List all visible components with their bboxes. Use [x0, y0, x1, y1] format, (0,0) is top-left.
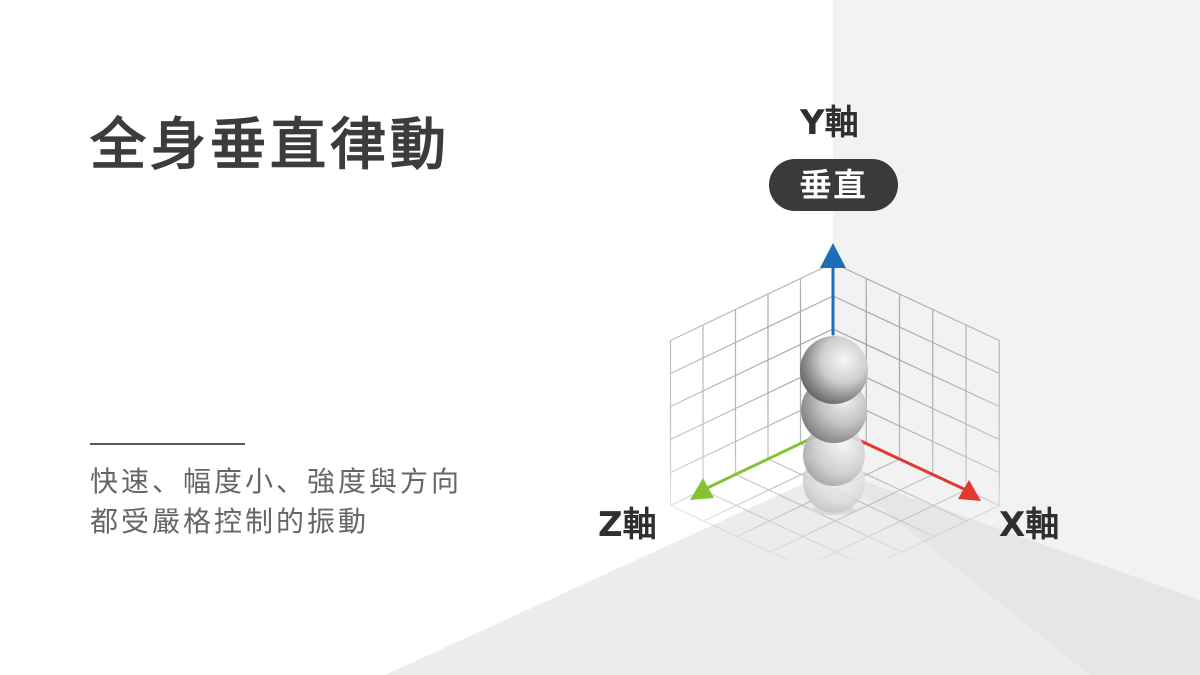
grid-line: [670, 295, 834, 375]
z-axis-label: Z軸: [598, 505, 657, 545]
grid-line: [836, 504, 1000, 584]
grid-line: [832, 262, 1000, 342]
vertical-badge: 垂直: [769, 159, 898, 211]
grid-line: [832, 295, 1000, 375]
y-axis-label: Y軸: [800, 103, 859, 143]
description-line-2: 都受嚴格控制的振動: [90, 505, 370, 538]
page-title: 全身垂直律動: [90, 113, 450, 178]
grid-line: [670, 262, 834, 342]
grid-line: [670, 504, 838, 584]
grid-line: [769, 473, 934, 553]
floor-panel: [385, 470, 1200, 675]
divider: [90, 443, 245, 445]
z-axis-arrow: [690, 478, 714, 500]
y-axis-arrow: [820, 243, 846, 268]
x-axis-arrow: [958, 480, 981, 501]
description: 快速、幅度小、強度與方向 都受嚴格控制的振動: [90, 462, 462, 542]
grid-line: [832, 328, 1000, 408]
grid-line: [670, 328, 834, 408]
grid-line: [702, 489, 870, 569]
ball-ghost-3: [803, 424, 865, 486]
description-line-1: 快速、幅度小、強度與方向: [90, 465, 463, 498]
x-axis-label: X軸: [999, 505, 1060, 545]
ball-main: [800, 336, 868, 404]
grid-line: [803, 489, 967, 569]
floor-panel-right: [833, 470, 1200, 675]
